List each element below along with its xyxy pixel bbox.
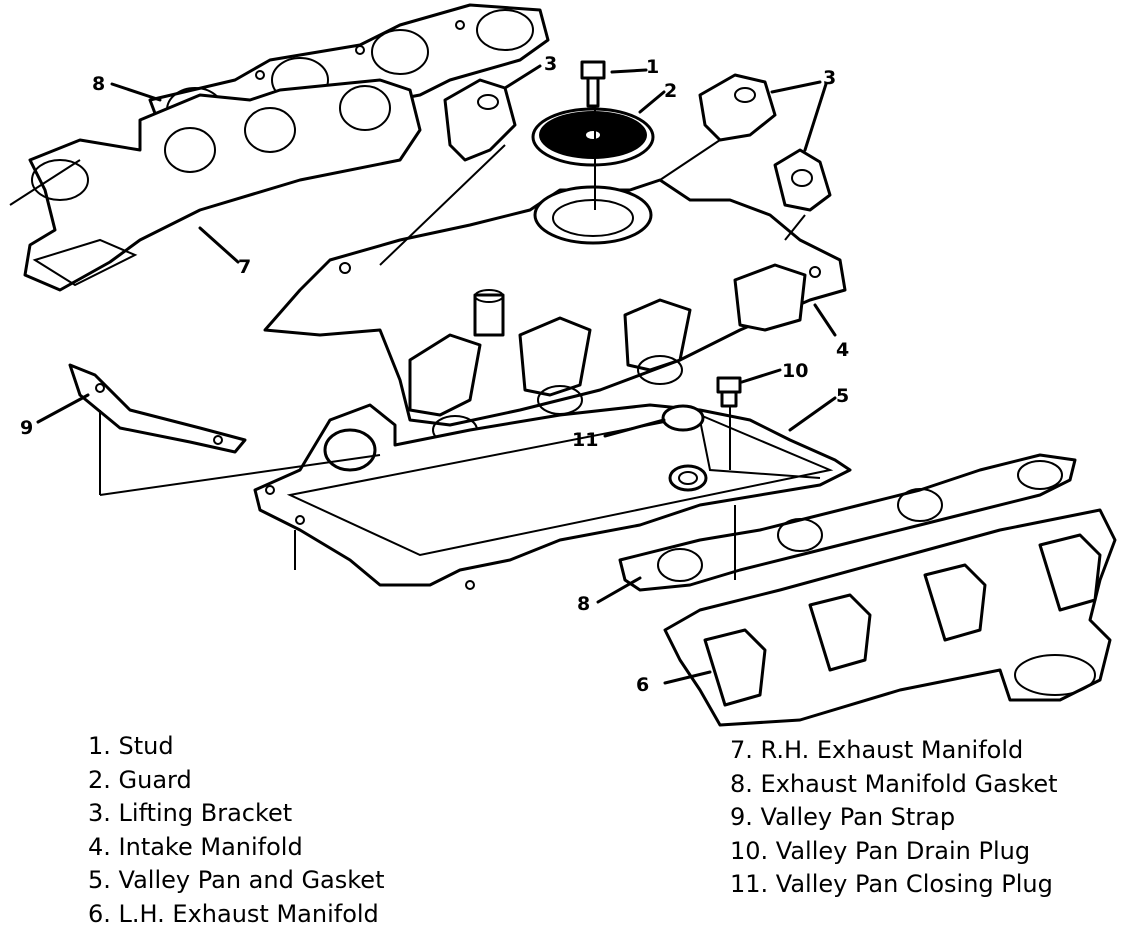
callout-3a: 3: [544, 53, 557, 75]
legend-item-stud: 1. Stud: [88, 730, 384, 764]
stud-drawing: [582, 62, 604, 106]
legend-item-exhaust-manifold-gasket: 8. Exhaust Manifold Gasket: [730, 768, 1058, 802]
callout-2: 2: [664, 80, 677, 102]
closing-plug-drawing: [663, 406, 703, 430]
valley-pan-strap-drawing: [70, 365, 245, 452]
legend-left: 1. Stud 2. Guard 3. Lifting Bracket 4. I…: [88, 730, 384, 931]
legend-item-valley-pan-closing-plug: 11. Valley Pan Closing Plug: [730, 868, 1058, 902]
callout-5: 5: [836, 385, 849, 407]
legend-item-valley-pan-drain-plug: 10. Valley Pan Drain Plug: [730, 835, 1058, 869]
callout-1: 1: [646, 56, 659, 78]
drain-plug-drawing: [718, 378, 740, 406]
callout-7: 7: [238, 256, 251, 278]
lifting-bracket-right-drawing: [700, 75, 775, 140]
intake-manifold-drawing: [265, 180, 845, 444]
callout-11: 11: [572, 429, 598, 451]
legend-item-valley-pan-strap: 9. Valley Pan Strap: [730, 801, 1058, 835]
legend-item-guard: 2. Guard: [88, 764, 384, 798]
callout-8b: 8: [577, 593, 590, 615]
legend-item-rh-exhaust-manifold: 7. R.H. Exhaust Manifold: [730, 734, 1058, 768]
callout-4: 4: [836, 339, 849, 361]
callout-3b: 3: [823, 67, 836, 89]
callout-8a: 8: [92, 73, 105, 95]
legend-item-valley-pan-gasket: 5. Valley Pan and Gasket: [88, 864, 384, 898]
guard-drawing: [533, 109, 653, 165]
legend-right: 7. R.H. Exhaust Manifold 8. Exhaust Mani…: [730, 734, 1058, 902]
legend-item-lifting-bracket: 3. Lifting Bracket: [88, 797, 384, 831]
lifting-bracket-side-drawing: [775, 150, 830, 210]
callout-9: 9: [20, 417, 33, 439]
callout-10: 10: [782, 360, 808, 382]
lifting-bracket-left-drawing: [445, 80, 515, 160]
legend-item-lh-exhaust-manifold: 6. L.H. Exhaust Manifold: [88, 898, 384, 931]
legend-item-intake-manifold: 4. Intake Manifold: [88, 831, 384, 865]
exploded-parts-diagram: 1 2 3 3 4 5 6 7 8 8 9 10 11: [0, 0, 1136, 730]
callout-6: 6: [636, 674, 649, 696]
